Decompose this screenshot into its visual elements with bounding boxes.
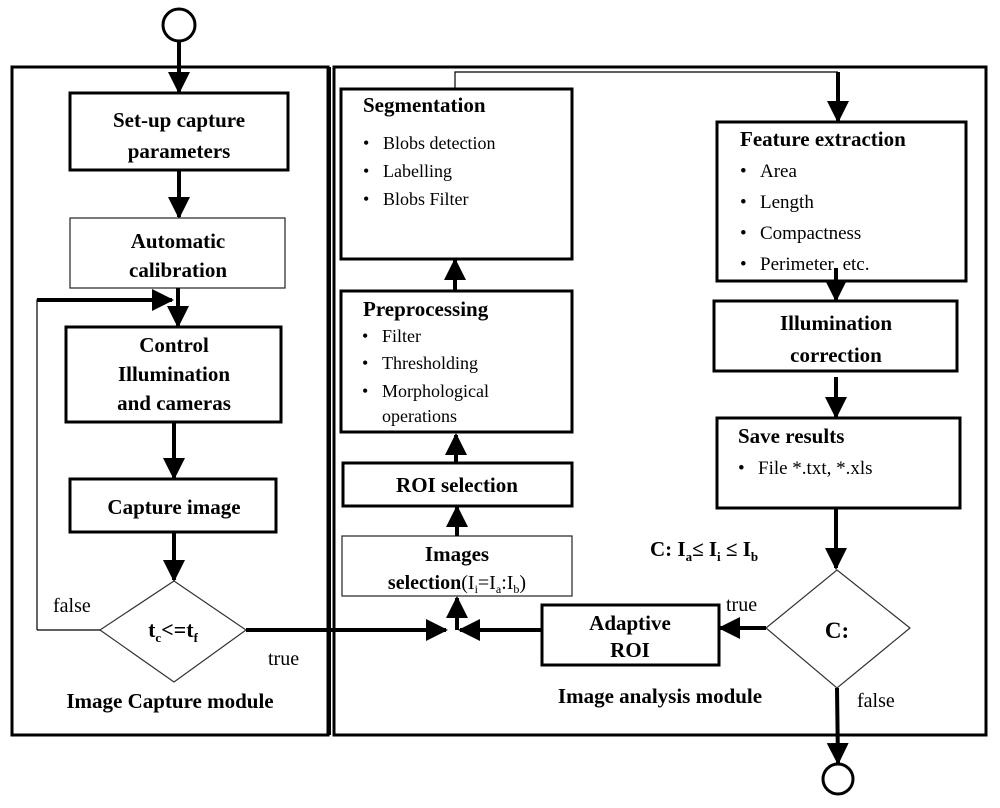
- feature-extraction-title: Feature extraction: [740, 127, 906, 151]
- condition-decision-label: C:: [825, 618, 849, 643]
- analysis-false-label: false: [857, 690, 895, 712]
- images-selection-box: Images selection(Ii=Ia:Ib): [341, 535, 573, 597]
- time-decision-diamond: tc<=tf: [98, 580, 248, 683]
- feature-item: •Length: [740, 192, 814, 213]
- start-terminal: [161, 7, 197, 43]
- arrow-condition-false-to-end: [826, 687, 849, 765]
- image-analysis-module-frame: [332, 65, 988, 737]
- images-selection-line-1: Images: [425, 542, 489, 566]
- analysis-true-label: true: [726, 594, 757, 616]
- segmentation-item: •Blobs detection: [363, 133, 495, 153]
- condition-expression: C: Ia≤ Ii ≤ Ib: [650, 537, 758, 564]
- control-line-2: Illumination: [118, 362, 230, 386]
- control-line-1: Control: [139, 333, 209, 357]
- control-line-3: and cameras: [117, 391, 231, 415]
- images-selection-line-2: selection(Ii=Ia:Ib): [388, 572, 526, 596]
- illumination-correction-line-1: Illumination: [780, 311, 892, 335]
- feature-item: •Area: [740, 161, 797, 182]
- setup-line-1: Set-up capture: [113, 108, 245, 132]
- preprocessing-title: Preprocessing: [363, 297, 489, 321]
- roi-selection-box: ROI selection: [341, 461, 574, 508]
- feature-item: •Perimeter, etc.: [740, 254, 870, 275]
- preprocessing-item: •Thresholding: [362, 353, 478, 373]
- end-terminal: [821, 762, 855, 796]
- capture-image-box: Capture image: [68, 477, 278, 534]
- illumination-correction-line-2: correction: [790, 343, 882, 367]
- adaptive-roi-line-1: Adaptive: [589, 611, 671, 635]
- capture-true-label: true: [268, 648, 299, 670]
- roi-selection-label: ROI selection: [396, 473, 518, 497]
- segmentation-box: Segmentation •Blobs detection •Labelling…: [339, 87, 574, 261]
- capture-image-label: Capture image: [107, 495, 240, 519]
- calibration-line-1: Automatic: [131, 229, 225, 253]
- save-results-box: Save results •File *.txt, *.xls: [715, 416, 962, 510]
- segmentation-title: Segmentation: [363, 93, 486, 117]
- decision-condition: tc<=tf: [148, 617, 199, 645]
- preprocessing-box: Preprocessing •Filter •Thresholding •Mor…: [339, 289, 574, 434]
- setup-capture-box: Set-up capture parameters: [68, 91, 290, 172]
- save-results-title: Save results: [738, 424, 844, 448]
- capture-false-label: false: [53, 595, 91, 617]
- feature-extraction-box: Feature extraction •Area •Length •Compac…: [715, 120, 968, 283]
- adaptive-roi-line-2: ROI: [610, 638, 650, 662]
- segmentation-item: •Blobs Filter: [363, 189, 469, 209]
- segmentation-item: •Labelling: [363, 161, 452, 181]
- automatic-calibration-box: Automatic calibration: [69, 217, 286, 289]
- preprocessing-item: •Morphological: [362, 381, 489, 401]
- save-results-item: •File *.txt, *.xls: [738, 458, 873, 479]
- image-capture-module-label: Image Capture module: [66, 689, 273, 713]
- image-analysis-module-label: Image analysis module: [558, 684, 762, 708]
- control-illumination-box: Control Illumination and cameras: [64, 325, 283, 424]
- setup-line-2: parameters: [128, 139, 231, 163]
- image-capture-module-frame: [10, 65, 330, 737]
- illumination-correction-box: Illumination correction: [712, 299, 959, 373]
- connector-segmentation-to-feature: [454, 71, 838, 89]
- feature-item: •Compactness: [740, 223, 861, 244]
- preprocessing-item-continued: operations: [382, 406, 457, 426]
- calibration-line-2: calibration: [129, 258, 227, 282]
- condition-decision-diamond: C:: [765, 569, 911, 689]
- preprocessing-item: •Filter: [362, 326, 421, 346]
- adaptive-roi-box: Adaptive ROI: [540, 603, 721, 667]
